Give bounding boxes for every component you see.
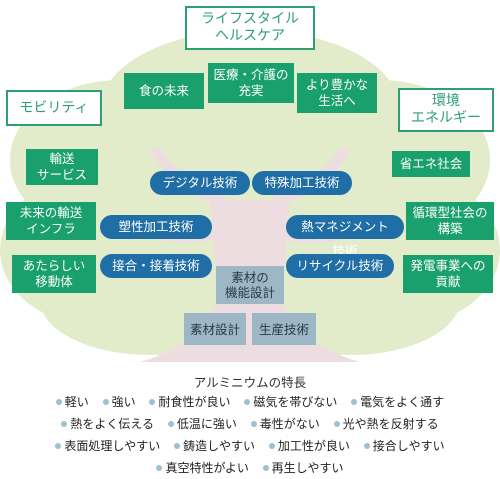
property-item: 鋳造しやすい bbox=[174, 437, 255, 454]
category-lifestyle-label: ライフスタイル ヘルスケア bbox=[201, 11, 299, 44]
bullet-icon bbox=[55, 399, 62, 405]
core-label: 素材設計 bbox=[189, 321, 240, 337]
tech-thermal-management: 熱マネジメント技術 bbox=[286, 215, 404, 258]
bullet-icon bbox=[250, 421, 257, 427]
property-item: 加工性が良い bbox=[268, 437, 350, 454]
item-medical-care: 医療・介護の 充実 bbox=[208, 63, 294, 103]
item-label: 食の未来 bbox=[138, 83, 189, 98]
tech-joining: 接合・接着技術 bbox=[100, 254, 212, 278]
properties-row: 表面処理しやすい 鋳造しやすい 加工性が良い 接合しやすい bbox=[0, 437, 500, 454]
item-new-vehicle: あたらしい 移動体 bbox=[12, 255, 96, 293]
category-energy: 環境 エネルギー bbox=[398, 88, 494, 132]
property-item: 接合しやすい bbox=[363, 437, 445, 454]
property-item: 熱をよく伝える bbox=[61, 415, 154, 432]
bullet-icon bbox=[351, 399, 358, 405]
property-item: 光や熱を反射する bbox=[333, 415, 439, 432]
bullet-icon bbox=[333, 421, 340, 427]
core-production: 生産技術 bbox=[252, 313, 316, 345]
bullet-icon bbox=[167, 421, 174, 427]
bullet-icon bbox=[55, 443, 62, 449]
bullet-icon bbox=[102, 399, 109, 405]
bullet-icon bbox=[244, 399, 251, 405]
properties-row: 熱をよく伝える 低温に強い 毒性がない 光や熱を反射する bbox=[0, 415, 500, 432]
properties-title: アルミニウムの特長 bbox=[193, 375, 307, 390]
property-item: 毒性がない bbox=[250, 415, 320, 432]
tech-special-processing: 特殊加工技術 bbox=[252, 171, 352, 195]
core-material-function: 素材の 機能設計 bbox=[216, 266, 284, 304]
category-energy-label: 環境 エネルギー bbox=[411, 93, 481, 126]
category-mobility-label: モビリティ bbox=[19, 99, 89, 116]
item-circular-society: 循環型社会の 構築 bbox=[406, 202, 494, 240]
item-future-infrastructure: 未来の輸送 インフラ bbox=[6, 202, 96, 240]
property-item: 強い bbox=[102, 393, 136, 410]
item-label: 循環型社会の 構築 bbox=[412, 205, 488, 236]
item-food-future: 食の未来 bbox=[124, 73, 204, 109]
item-label: 医療・介護の 充実 bbox=[213, 67, 289, 98]
property-item: 真空特性がよい bbox=[156, 459, 249, 476]
tech-digital: デジタル技術 bbox=[150, 171, 250, 195]
item-label: より豊かな 生活へ bbox=[305, 77, 369, 108]
bullet-icon bbox=[363, 443, 370, 449]
property-item: 低温に強い bbox=[167, 415, 237, 432]
property-item: 再生しやすい bbox=[262, 459, 344, 476]
bullet-icon bbox=[268, 443, 275, 449]
property-item: 表面処理しやすい bbox=[55, 437, 160, 454]
item-label: 発電事業への 貢献 bbox=[410, 258, 486, 289]
property-item: 軽い bbox=[55, 393, 89, 410]
bullet-icon bbox=[174, 443, 181, 449]
item-label: 省エネ社会 bbox=[399, 156, 463, 171]
core-material-design: 素材設計 bbox=[184, 313, 246, 345]
item-power-generation: 発電事業への 貢献 bbox=[403, 255, 493, 293]
bullet-icon bbox=[156, 465, 163, 471]
bullet-icon bbox=[262, 465, 269, 471]
properties-row: 真空特性がよい 再生しやすい bbox=[0, 459, 500, 476]
category-mobility: モビリティ bbox=[6, 90, 102, 126]
property-item: 磁気を帯びない bbox=[244, 393, 337, 410]
tech-plastic-processing: 塑性加工技術 bbox=[100, 215, 212, 239]
item-label: あたらしい 移動体 bbox=[22, 258, 86, 289]
tech-recycle: リサイクル技術 bbox=[286, 254, 394, 278]
item-transport-service: 輸送 サービス bbox=[26, 149, 98, 185]
core-label: 生産技術 bbox=[258, 321, 309, 337]
property-item: 電気をよく通す bbox=[351, 393, 444, 410]
properties-row: 軽い 強い 耐食性が良い 磁気を帯びない 電気をよく通す bbox=[0, 393, 500, 410]
bullet-icon bbox=[149, 399, 156, 405]
category-lifestyle: ライフスタイル ヘルスケア bbox=[185, 6, 315, 50]
item-richer-life: より豊かな 生活へ bbox=[297, 73, 377, 113]
item-energy-saving: 省エネ社会 bbox=[392, 151, 470, 177]
item-label: 未来の輸送 インフラ bbox=[19, 205, 83, 236]
item-label: 輸送 サービス bbox=[36, 151, 87, 182]
bullet-icon bbox=[61, 421, 68, 427]
core-label: 素材の 機能設計 bbox=[224, 270, 275, 300]
property-item: 耐食性が良い bbox=[149, 393, 231, 410]
